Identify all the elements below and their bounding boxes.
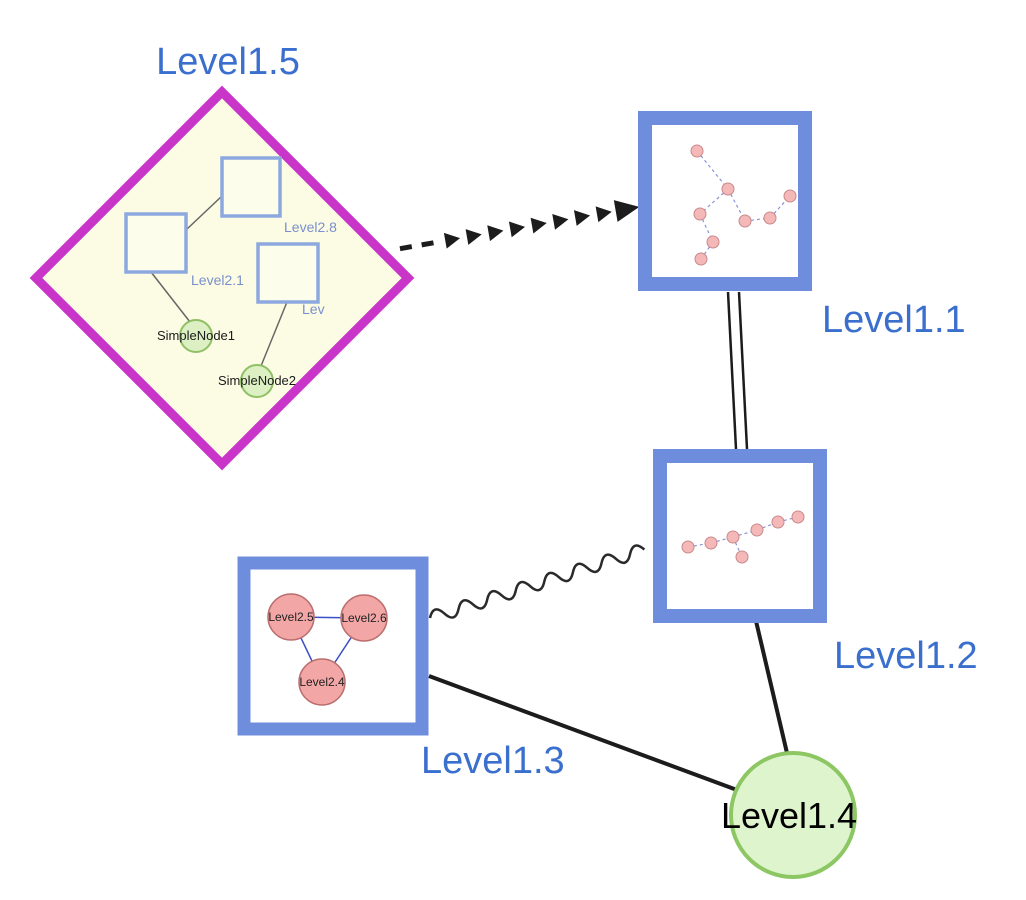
mini-graph-node[interactable] xyxy=(763,211,777,225)
edge-level13-level14[interactable] xyxy=(428,674,738,792)
node-level28-square[interactable] xyxy=(220,156,282,218)
mini-graph-node[interactable] xyxy=(693,207,707,221)
node-simplenode1[interactable] xyxy=(179,319,213,353)
group-level14: Level1.4 xyxy=(721,751,857,879)
double-line-right xyxy=(737,291,749,450)
label-level13: Level1.3 xyxy=(421,740,565,782)
edge-level11-level12-double[interactable] xyxy=(726,291,749,450)
label-simplenode1: SimpleNode1 xyxy=(157,328,235,343)
arrowhead-icon xyxy=(508,221,526,238)
mini-graph-node[interactable] xyxy=(694,252,708,266)
node-level12-square[interactable] xyxy=(653,449,827,623)
mini-graph-node[interactable] xyxy=(735,550,749,564)
label-level15: Level1.5 xyxy=(156,41,300,83)
mini-graph-node[interactable] xyxy=(783,189,797,203)
mini-graph-node[interactable] xyxy=(704,536,718,550)
label-level26: Level2.6 xyxy=(341,611,387,625)
group-level13: Level2.5 Level2.6 Level2.4 xyxy=(237,556,429,736)
arrowhead-icon xyxy=(573,210,591,226)
edge-lev-simplenode2[interactable] xyxy=(260,301,288,367)
arrowhead-icon xyxy=(530,217,547,234)
arrowhead-icon xyxy=(595,206,612,223)
mini-graph-edge xyxy=(696,150,729,190)
double-line-left xyxy=(726,291,738,450)
label-level21: Level2.1 xyxy=(191,272,244,288)
mini-graph-node[interactable] xyxy=(721,182,735,196)
node-level15-diamond[interactable] xyxy=(29,85,415,471)
arrowhead-icon-large xyxy=(613,200,640,222)
node-level11-square[interactable] xyxy=(638,111,812,291)
label-level28: Level2.8 xyxy=(284,219,337,235)
node-simplenode2[interactable] xyxy=(240,364,274,398)
label-level24: Level2.4 xyxy=(299,675,345,689)
mini-graph-node[interactable] xyxy=(771,515,785,529)
group-level15: Level2.8 Level2.1 Lev SimpleNode1 Simple… xyxy=(29,85,415,471)
mini-graph-node[interactable] xyxy=(750,523,764,537)
label-level25: Level2.5 xyxy=(268,610,314,624)
mini-graph-node[interactable] xyxy=(706,235,720,249)
group-level12 xyxy=(653,449,827,623)
edge-level21-level28[interactable] xyxy=(185,195,223,231)
arrow-dash xyxy=(421,240,434,248)
node-level14-circle[interactable] xyxy=(729,751,857,879)
level12-mini-graph-nodes xyxy=(681,510,805,564)
edge-level21-simplenode1[interactable] xyxy=(150,271,191,323)
level11-mini-graph-nodes xyxy=(690,144,797,266)
arrowhead-icon xyxy=(465,229,482,245)
label-simplenode2: SimpleNode2 xyxy=(218,373,296,388)
mini-graph-node[interactable] xyxy=(726,530,740,544)
label-lev-truncated: Lev xyxy=(302,301,325,317)
edge-level15-level11-dashed-arrow[interactable] xyxy=(398,196,641,259)
arrow-dash xyxy=(399,244,413,252)
arrowhead-icon xyxy=(552,213,569,230)
mini-graph-node[interactable] xyxy=(681,540,695,554)
mini-graph-node[interactable] xyxy=(738,214,752,228)
node-level26[interactable] xyxy=(340,594,388,642)
mini-graph-node[interactable] xyxy=(791,510,805,524)
edge-level13-level12-wavy[interactable] xyxy=(428,543,646,624)
group-level11 xyxy=(638,111,812,291)
node-level13-square[interactable] xyxy=(237,556,429,736)
node-level25[interactable] xyxy=(267,593,315,641)
label-level11: Level1.1 xyxy=(822,299,966,341)
node-level21-square[interactable] xyxy=(124,212,188,274)
arrowhead-icon xyxy=(487,225,504,242)
arrowhead-icon xyxy=(443,232,461,249)
label-level14: Level1.4 xyxy=(721,795,857,836)
node-lev-square[interactable] xyxy=(256,242,320,304)
label-level12: Level1.2 xyxy=(834,635,978,677)
node-level24[interactable] xyxy=(298,658,346,706)
mini-graph-node[interactable] xyxy=(690,144,704,158)
edge-level12-level14[interactable] xyxy=(754,620,789,754)
